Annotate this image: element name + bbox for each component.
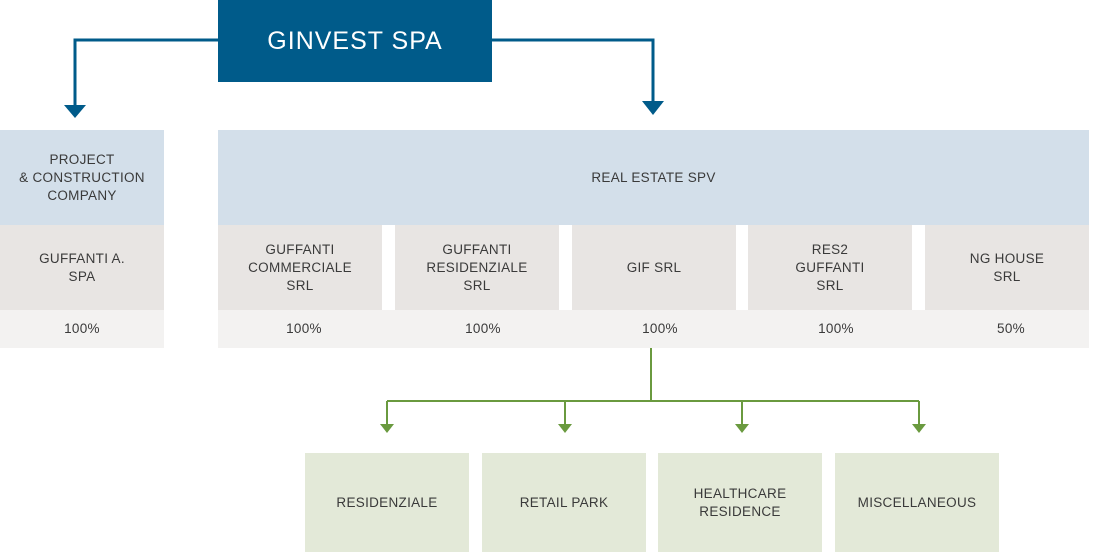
category-label: HEALTHCARE RESIDENCE [693,485,787,519]
category-box: HEALTHCARE RESIDENCE [658,453,822,552]
left-company-share-value: 100% [64,321,100,336]
company-share-value: 100% [465,321,501,336]
company-share-value: 100% [642,321,678,336]
company-share-value: 100% [818,321,854,336]
company-share: 100% [572,310,748,348]
connector-root-to-right [492,38,655,102]
category-label: RESIDENZIALE [336,494,438,510]
category-label: RETAIL PARK [519,494,609,510]
company-box: GUFFANTI RESIDENZIALE SRL [395,225,559,310]
arrow-right-group-icon [642,101,664,115]
company-share: 100% [218,310,390,348]
company-share: 100% [748,310,924,348]
category-box: RESIDENZIALE [305,453,469,552]
company-box: RES2 GUFFANTI SRL [748,225,912,310]
company-share-value: 50% [997,321,1025,336]
left-company-box: GUFFANTI A. SPA [0,225,164,310]
connector-root-to-left [73,38,218,106]
company-share: 50% [925,310,1093,348]
arrow-category-2-icon [558,424,572,433]
company-box: NG HOUSE SRL [925,225,1089,310]
arrow-category-4-icon [912,424,926,433]
arrow-left-group-icon [64,105,86,118]
company-name: GUFFANTI RESIDENZIALE SRL [426,241,528,293]
company-share: 100% [395,310,571,348]
category-box: MISCELLANEOUS [835,453,999,552]
share-row [218,310,1089,348]
left-group-header: PROJECT & CONSTRUCTION COMPANY [0,130,164,225]
left-group-header-label: PROJECT & CONSTRUCTION COMPANY [19,151,145,203]
right-group-header: REAL ESTATE SPV [218,130,1089,225]
company-name: GIF SRL [626,259,682,275]
company-name: NG HOUSE SRL [969,250,1045,284]
left-company-share: 100% [0,310,164,348]
left-company-name: GUFFANTI A. SPA [39,250,125,284]
company-box: GUFFANTI COMMERCIALE SRL [218,225,382,310]
root-company-label: GINVEST SPA [267,27,443,55]
right-group-header-label: REAL ESTATE SPV [591,169,716,185]
company-name: GUFFANTI COMMERCIALE SRL [248,241,352,293]
arrow-category-1-icon [380,424,394,433]
company-name: RES2 GUFFANTI SRL [795,241,865,293]
root-company-box: GINVEST SPA [218,0,492,82]
category-box: RETAIL PARK [482,453,646,552]
arrow-category-3-icon [735,424,749,433]
company-box: GIF SRL [572,225,736,310]
category-label: MISCELLANEOUS [857,494,977,510]
company-share-value: 100% [286,321,322,336]
